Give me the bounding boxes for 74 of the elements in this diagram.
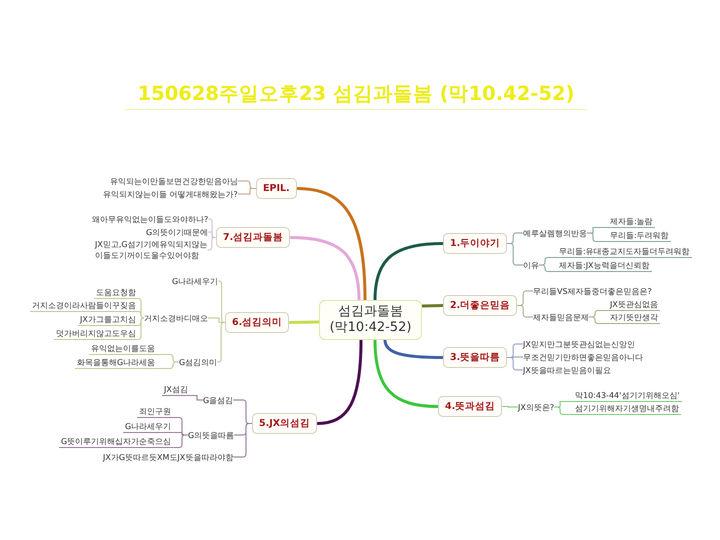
connector-line: [138, 318, 144, 340]
topic-box: 3.뜻을따름: [443, 347, 508, 368]
underlined-note: 죄인구원: [137, 406, 173, 418]
underlined-note: 도움요청함: [94, 287, 138, 299]
underlined-note: 무리들:두려워함: [608, 230, 671, 242]
connector-line: [208, 218, 216, 238]
underlined-note: 섬기기위해자기생명내주려함: [573, 403, 681, 415]
topic-box: 5.JX의섬김: [252, 413, 318, 434]
connector-line: [218, 280, 226, 323]
connector-line: [189, 395, 204, 400]
branch-curve: [296, 187, 366, 300]
connector-line: [506, 243, 524, 266]
underlined-note: 유익없는이를도움: [89, 343, 157, 355]
underlined-note: JX뜻관심없음: [608, 299, 660, 311]
subtopic-text: 왜아무유익없는이들도와야하나?: [92, 214, 208, 224]
title: 150628주일오후23 섬김과돌봄 (막10.42-52): [125, 80, 587, 110]
connector-line: [237, 188, 256, 194]
underlined-note: 제자들:놀람: [608, 216, 655, 228]
underlined-note: 무리들:유대종교지도자들더두려워함: [557, 246, 692, 258]
subtopic-text: 예루살렘행의반응: [523, 228, 587, 238]
connector-line: [208, 318, 226, 323]
topic-box: 1.두이야기: [443, 233, 508, 254]
underlined-note: 자기뜻만생각: [608, 312, 660, 324]
subtopic-text: JX믿고,G섬기기에유익되지않는 이들도기꺼이도울수있어야함: [95, 239, 208, 261]
subtopic-text: G의뜻이기때문에: [146, 226, 208, 238]
underlined-note: G뜻이루기위해십자가순죽으심: [59, 436, 174, 448]
underlined-note: 덧가버리지않고도우심: [54, 328, 138, 340]
underlined-note: 제자들:JX능력을더신뢰함: [557, 260, 652, 272]
topic-box: EPIL.: [256, 178, 297, 199]
topic-box: 7.섬김과돌봄: [216, 227, 290, 248]
branch-curve: [317, 340, 362, 425]
connector-line: [516, 305, 534, 318]
subtopic-text: 무리들VS제자들중더좋은믿음은?: [533, 286, 652, 296]
branch-curve: [384, 340, 444, 359]
subtopic-text: 유익되는이만돌보면건강한믿음아님: [110, 176, 238, 186]
subtopic-text: 제자들믿음문제: [533, 312, 589, 322]
subtopic-text: JX뜻을따르는믿음이필요: [523, 364, 611, 376]
branch-curve: [290, 236, 360, 300]
connector-line: [502, 406, 518, 408]
topic-box: 2.더좋은믿음: [443, 295, 518, 316]
subtopic-text: G섬김의미: [179, 356, 218, 368]
underlined-note: JX가그를고치심: [78, 314, 138, 326]
subtopic-text: 거지소경바디매오: [144, 312, 208, 324]
connector-line: [216, 322, 226, 362]
subtopic-text: 무조건믿기만하면좋은믿음아니다: [523, 352, 643, 362]
subtopic-text: 이유: [523, 260, 539, 270]
connector-line: [207, 237, 216, 250]
connector-line: [588, 316, 608, 324]
topic-box: 6.섬김의미: [225, 312, 290, 333]
connector-line: [554, 406, 574, 415]
connector-line: [138, 311, 144, 318]
connector-line: [156, 362, 180, 369]
subtopic-text: 유익되지않는이들 어떻게대해왔는가?: [103, 188, 238, 200]
subtopic-text: G의뜻을따름: [188, 430, 234, 440]
connector-line: [586, 232, 608, 242]
branch-curve: [374, 340, 438, 408]
central-topic-box: 섬김과돌봄 (막10:42-52): [319, 300, 422, 340]
branch-curve: [422, 304, 444, 308]
connector-line: [172, 434, 188, 448]
subtopic-text: G을섬김: [203, 394, 234, 406]
subtopic-text: JX믿지만그분뜻관심없는신앙인: [523, 338, 635, 350]
subtopic-text: G나라세우기: [172, 276, 218, 286]
subtopic-text: JX의뜻은?: [518, 402, 554, 412]
subtopic-text: JX가G뜻따르듯XM도JX뜻을따라야함: [103, 452, 234, 462]
underlined-note: 거지소경이라사람들이꾸짖음: [30, 300, 138, 312]
connector-line: [538, 264, 558, 272]
underlined-note: G나라세우기: [123, 421, 174, 433]
connector-line: [506, 357, 524, 370]
branch-curve: [289, 320, 320, 324]
topic-box: 4.뜻과섬김: [438, 396, 502, 417]
branch-curve: [374, 242, 444, 300]
underlined-note: 막10:43-44'섬기기위해오심': [573, 390, 682, 402]
underlined-note: JX섬김: [162, 384, 190, 396]
underlined-note: 화목을통해G나라세움: [75, 357, 158, 369]
